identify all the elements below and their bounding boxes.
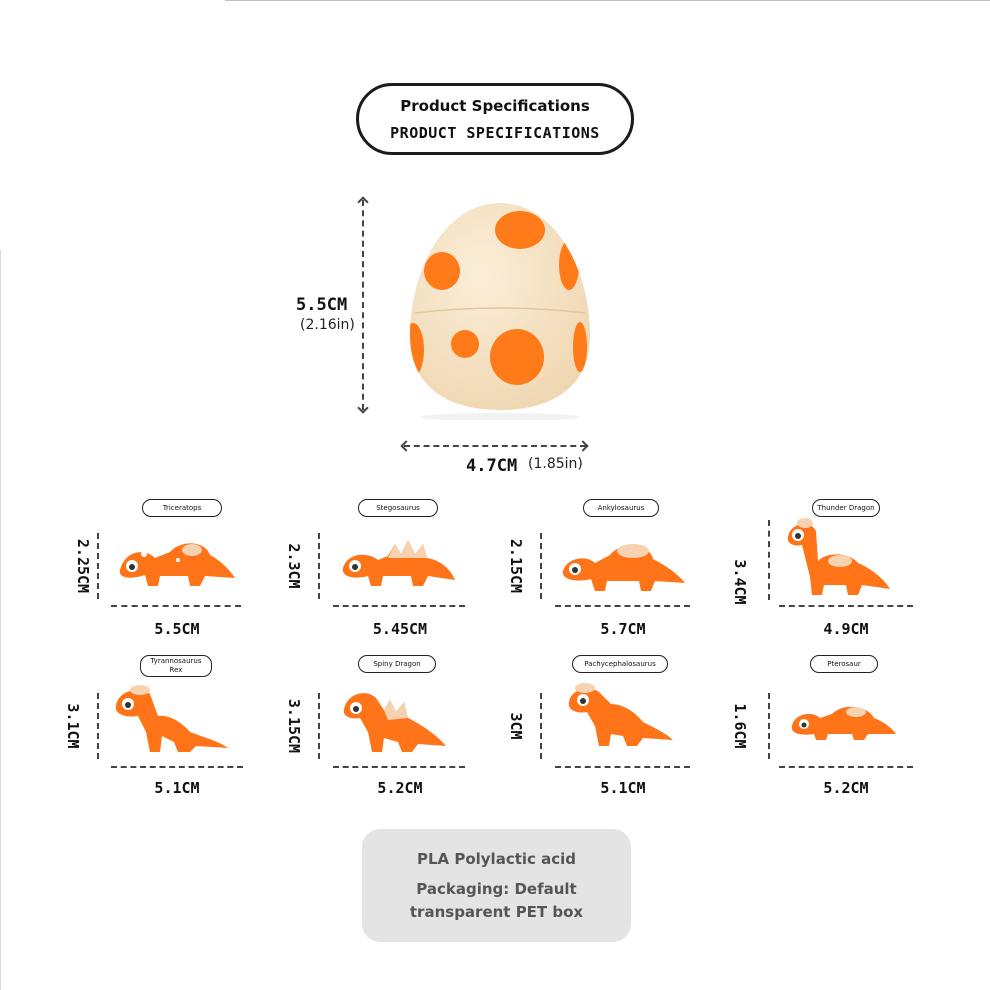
arrow-head-icon	[400, 440, 412, 452]
pterosaur-image	[791, 706, 896, 740]
stegosaurus-image	[342, 540, 455, 586]
height-arrow	[97, 693, 101, 759]
dino-name-pachycephalosaurus: Pachycephalosaurus	[572, 655, 668, 673]
egg-height-arrow	[362, 200, 366, 410]
dino-width-ankylosaurus: 5.7CM	[600, 620, 646, 638]
width-arrow	[333, 766, 465, 770]
dino-height-stegosaurus: 2.3CM	[285, 543, 303, 589]
tyrannosaurus-rex-image	[115, 685, 228, 752]
dino-width-stegosaurus: 5.45CM	[372, 620, 428, 638]
title-text: Product Specifications	[400, 97, 590, 115]
width-arrow	[111, 766, 243, 770]
egg-height-cm: 5.5CM	[296, 295, 348, 315]
dino-name-ankylosaurus: Ankylosaurus	[583, 499, 659, 517]
width-arrow	[555, 605, 690, 609]
title-text-caps: PRODUCT SPECIFICATIONS	[390, 124, 600, 142]
width-arrow	[333, 605, 465, 609]
dino-width-tyrannosaurus-rex: 5.1CM	[154, 779, 200, 797]
egg-width-arrow	[404, 445, 586, 449]
dino-height-spiny-dragon: 3.15CM	[285, 698, 303, 754]
height-arrow	[540, 693, 544, 759]
material-text: PLA Polylactic acid	[416, 850, 577, 868]
dino-name-triceratops: Triceratops	[142, 499, 222, 517]
height-arrow	[318, 693, 322, 759]
dino-height-ankylosaurus: 2.15CM	[507, 538, 525, 594]
height-arrow	[318, 533, 322, 599]
egg-height-in: (2.16in)	[300, 317, 355, 333]
dino-height-pterosaur: 1.6CM	[731, 703, 749, 749]
packaging-text-1: Packaging: Default	[416, 880, 577, 898]
thunder-dragon-image	[787, 518, 890, 595]
width-arrow	[555, 766, 690, 770]
arrow-head-icon	[577, 440, 589, 452]
dino-name-pterosaur: Pterosaur	[810, 655, 878, 673]
arrow-head-icon	[357, 196, 369, 208]
width-arrow	[111, 605, 241, 609]
packaging-text-2: transparent PET box	[409, 903, 584, 921]
title-badge: Product Specifications PRODUCT SPECIFICA…	[356, 83, 634, 155]
egg-width-in: (1.85in)	[528, 456, 583, 472]
dino-height-pachycephalosaurus: 3CM	[507, 712, 525, 740]
width-arrow	[779, 766, 913, 770]
dino-width-triceratops: 5.5CM	[154, 620, 200, 638]
height-arrow	[768, 693, 772, 759]
dino-name-spiny-dragon: Spiny Dragon	[358, 655, 436, 673]
egg-width-cm: 4.7CM	[466, 456, 518, 476]
ankylosaurus-image	[562, 544, 685, 591]
height-arrow	[540, 533, 544, 599]
material-info-box: PLA Polylactic acid Packaging: Default t…	[362, 829, 631, 942]
egg-image	[410, 203, 590, 420]
triceratops-image	[119, 543, 235, 586]
dino-width-thunder-dragon: 4.9CM	[823, 620, 869, 638]
width-arrow	[779, 605, 913, 609]
height-arrow	[768, 520, 772, 600]
arrow-head-icon	[357, 402, 369, 414]
dino-name-tyrannosaurus-rex: Tyrannosaurus Rex	[140, 655, 212, 677]
dino-width-pterosaur: 5.2CM	[823, 779, 869, 797]
top-divider	[225, 0, 990, 1]
dino-width-spiny-dragon: 5.2CM	[377, 779, 423, 797]
dino-name-thunder-dragon: Thunder Dragon	[812, 499, 880, 517]
dino-width-pachycephalosaurus: 5.1CM	[600, 779, 646, 797]
height-arrow	[97, 533, 101, 599]
dino-height-thunder-dragon: 3.4CM	[731, 559, 749, 605]
dino-name-stegosaurus: Stegosaurus	[358, 499, 438, 517]
pachycephalosaurus-image	[568, 683, 673, 746]
dino-height-triceratops: 2.25CM	[74, 538, 92, 594]
dino-height-tyrannosaurus-rex: 3.1CM	[64, 703, 82, 749]
spiny-dragon-image	[343, 693, 446, 752]
left-divider	[0, 250, 1, 990]
